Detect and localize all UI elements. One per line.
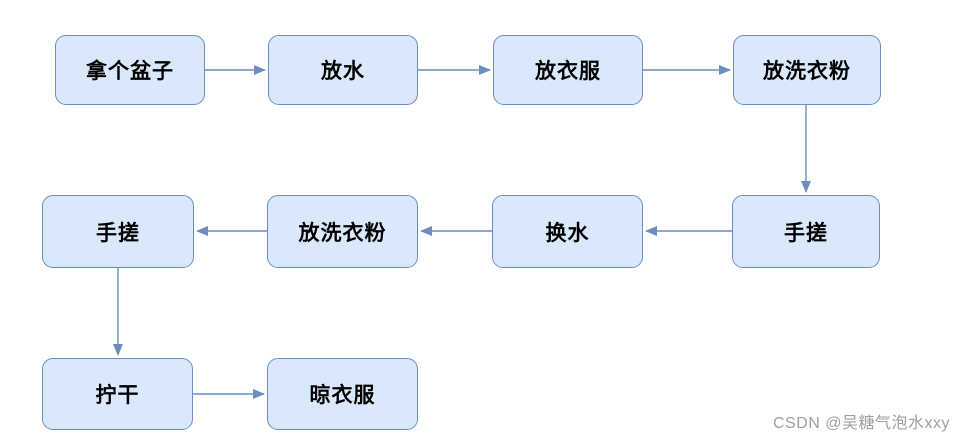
node-label: 拧干 [95,384,140,407]
node-label: 放水 [321,60,365,83]
node-label: 放洗衣粉 [763,60,851,83]
node-label: 换水 [545,221,590,245]
flow-node-change-water: 换水 [492,195,643,268]
node-label: 晾衣服 [309,384,376,407]
watermark: CSDN @吴糖气泡水xxy [772,415,950,432]
flow-node-add-detergent-again: 放洗衣粉 [267,195,418,268]
flow-node-put-clothes: 放衣服 [493,35,643,105]
flow-node-hang-clothes: 晾衣服 [267,358,418,430]
flow-node-hand-rub-first: 手搓 [732,195,880,268]
flow-node-add-water: 放水 [268,35,418,105]
flow-node-hand-rub-second: 手搓 [42,195,194,268]
node-label: 放洗衣粉 [298,221,387,245]
node-label: 拿个盆子 [86,60,174,83]
flow-node-wring-dry: 拧干 [42,358,193,430]
flow-node-add-detergent: 放洗衣粉 [733,35,881,105]
node-label: 放衣服 [535,60,601,83]
node-label: 手搓 [784,221,828,245]
flow-node-get-basin: 拿个盆子 [55,35,205,105]
node-label: 手搓 [96,221,140,245]
